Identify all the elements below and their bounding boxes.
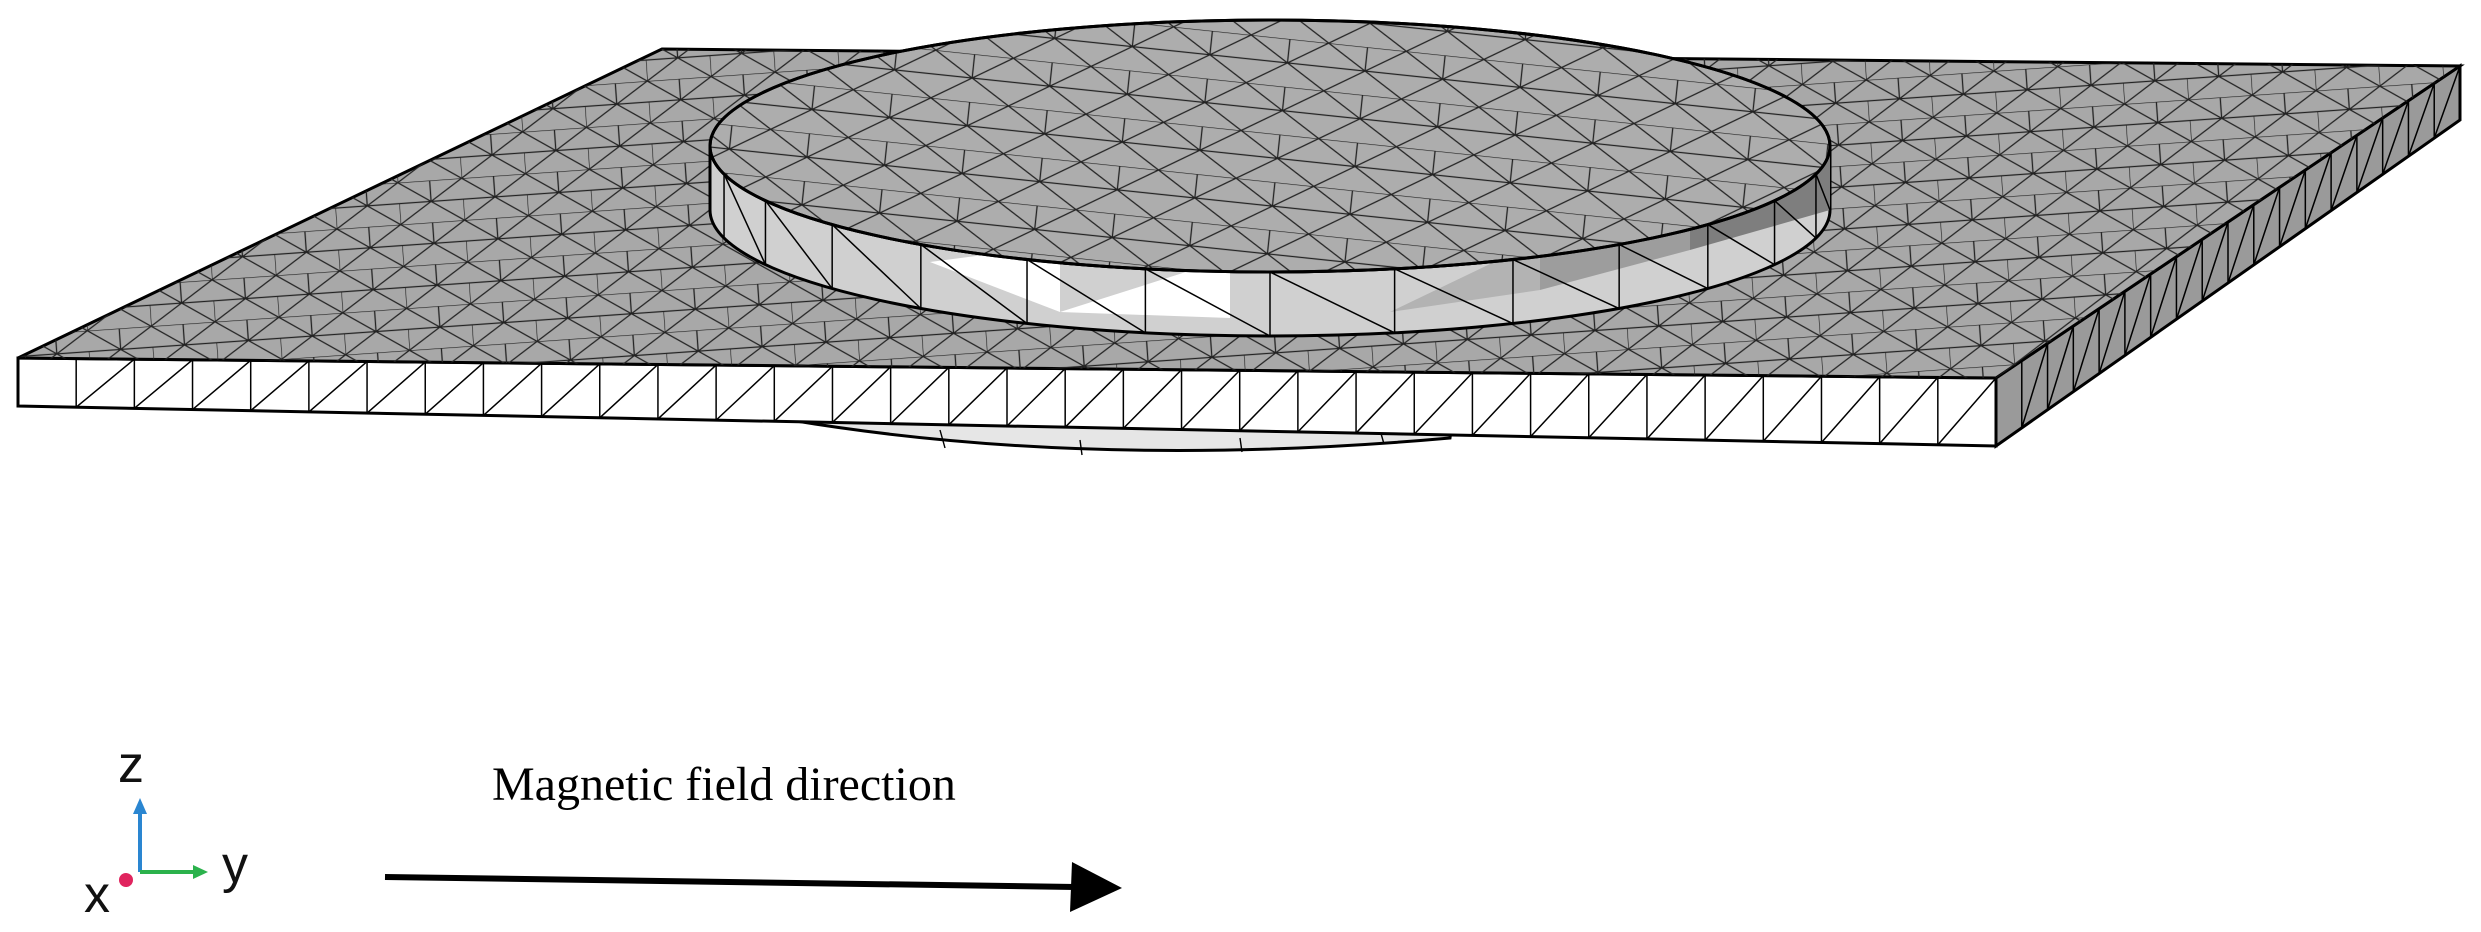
- field-arrow-icon: [384, 862, 1122, 912]
- disc-side-mesh-lines: [723, 173, 1831, 337]
- mesh-disc: [708, 18, 1832, 338]
- y-axis-label: y: [222, 836, 248, 894]
- z-axis-label: z: [118, 736, 144, 794]
- plate-right-mesh-lines: [2021, 65, 2461, 429]
- field-caption: Magnetic field direction: [492, 758, 956, 811]
- x-axis-label: x: [84, 866, 110, 924]
- plate-front-mesh-lines: [75, 358, 1997, 446]
- disc-top-mesh: [710, 20, 1830, 272]
- coordinate-triad-icon: z y x: [84, 736, 248, 924]
